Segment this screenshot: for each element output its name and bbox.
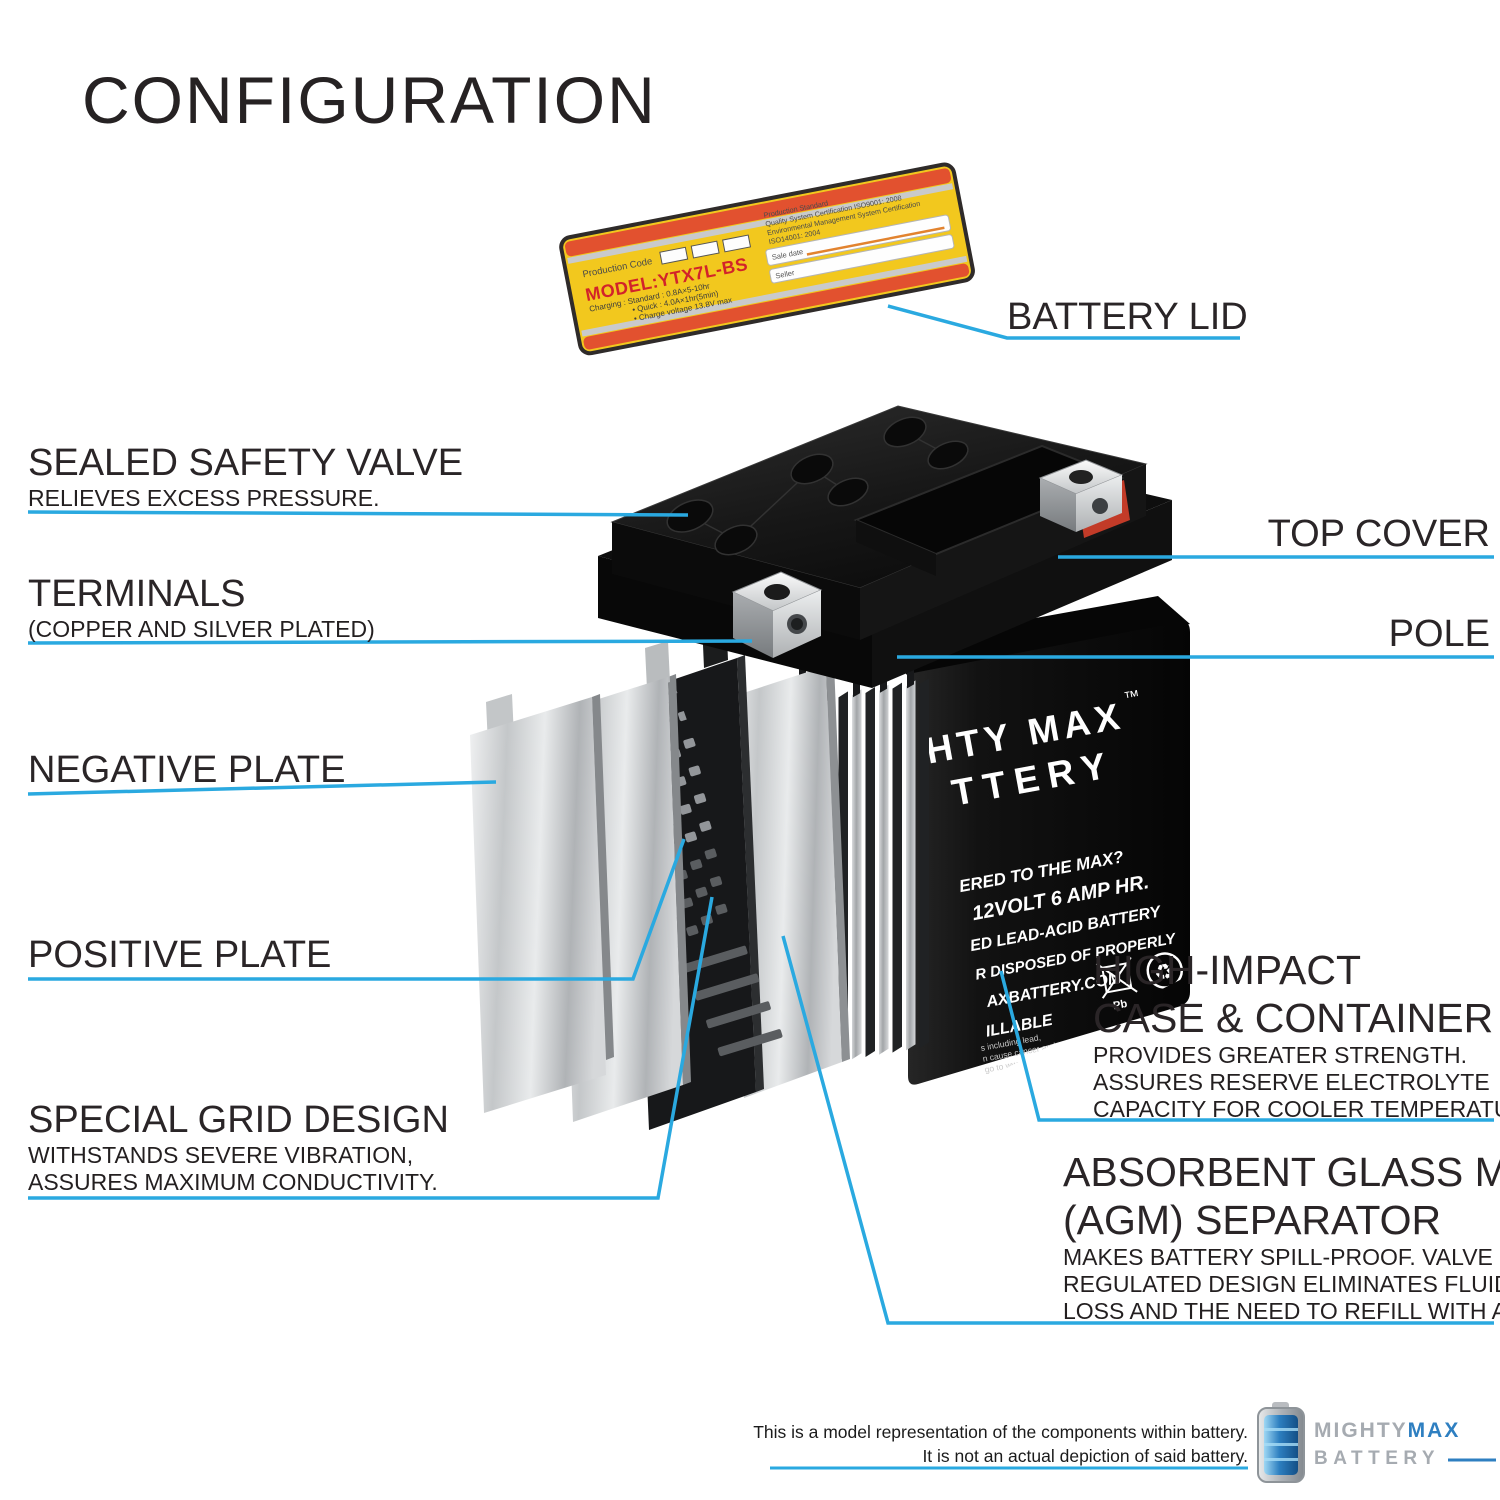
pole-label: POLE <box>1388 613 1490 655</box>
brand-logo-text: MIGHTYMAX BATTERY <box>1314 1402 1460 1472</box>
leader-negative-plate <box>27 780 497 796</box>
callout-agm-separator: ABSORBENT GLASS MAT (AGM) SEPARATOR MAKE… <box>1063 1148 1500 1325</box>
agm-label-2: (AGM) SEPARATOR <box>1063 1197 1442 1243</box>
positive-plate-label: POSITIVE PLATE <box>28 934 332 976</box>
battery-lid-label: BATTERY LID <box>1007 296 1248 338</box>
svg-text:♻: ♻ <box>1152 958 1176 986</box>
battery-case: HTY MAX ™ TTERY ERED TO THE MAX? 12VOLT … <box>880 596 1190 1085</box>
special-grid-desc1: WITHSTANDS SEVERE VIBRATION, <box>28 1142 414 1168</box>
high-impact-desc1: PROVIDES GREATER STRENGTH. <box>1093 1042 1468 1068</box>
footer-disclaimer: This is a model representation of the co… <box>700 1420 1248 1468</box>
high-impact-desc2: ASSURES RESERVE ELECTROLYTE <box>1093 1069 1490 1095</box>
agm-desc1: MAKES BATTERY SPILL-PROOF. VALVE <box>1063 1244 1493 1270</box>
callout-pole: POLE <box>1100 612 1490 656</box>
sticker-seller: Seller <box>775 268 796 281</box>
brand-max: MAX <box>1407 1419 1461 1442</box>
special-grid-label: SPECIAL GRID DESIGN <box>28 1099 449 1141</box>
callout-sealed-safety-valve: SEALED SAFETY VALVE RELIEVES EXCESS PRES… <box>28 441 463 512</box>
case-brand-tm: ™ <box>1123 688 1142 708</box>
brand-mighty: MIGHTY <box>1314 1419 1408 1442</box>
pb-icon <box>1095 956 1138 999</box>
sealed-safety-valve-desc: RELIEVES EXCESS PRESSURE. <box>28 485 380 511</box>
high-impact-label-1: HIGH-IMPACT <box>1093 947 1362 993</box>
footer-disclaimer-line2: It is not an actual depiction of said ba… <box>922 1446 1248 1466</box>
leader-lines <box>27 304 1496 1470</box>
callout-negative-plate: NEGATIVE PLATE <box>28 748 345 792</box>
top-cover-label: TOP COVER <box>1267 513 1490 555</box>
sealed-safety-valve-label: SEALED SAFETY VALVE <box>28 442 464 484</box>
leader-battery-lid <box>887 304 1240 340</box>
battery-lid-sticker: Production Code MODEL:YTX7L-BS Charging … <box>559 162 975 356</box>
terminals-desc: (COPPER AND SILVER PLATED) <box>28 616 375 642</box>
terminal-right <box>1038 459 1130 538</box>
leader-positive-plate <box>28 838 686 981</box>
callout-top-cover: TOP COVER <box>1100 512 1490 556</box>
high-impact-desc3: CAPACITY FOR COOLER TEMPERATURES. <box>1093 1096 1500 1122</box>
leader-high-impact-case <box>999 970 1494 1122</box>
footer-disclaimer-line1: This is a model representation of the co… <box>753 1422 1248 1442</box>
callout-positive-plate: POSITIVE PLATE <box>28 933 331 977</box>
callout-high-impact-case: HIGH-IMPACT CASE & CONTAINER PROVIDES GR… <box>1093 946 1500 1123</box>
agm-desc3: LOSS AND THE NEED TO REFILL WITH ACID. <box>1063 1298 1500 1324</box>
page-title: CONFIGURATION <box>82 63 657 137</box>
leader-sealed-safety-valve <box>27 510 689 517</box>
negative-plate-label: NEGATIVE PLATE <box>28 749 346 791</box>
leader-agm-separator <box>781 935 1494 1325</box>
brand-logo: MIGHTYMAX BATTERY <box>1256 1402 1460 1486</box>
agm-label-1: ABSORBENT GLASS MAT <box>1063 1149 1500 1195</box>
battery-icon <box>1257 1402 1305 1483</box>
brand-battery: BATTERY <box>1314 1448 1441 1469</box>
callout-terminals: TERMINALS (COPPER AND SILVER PLATED) <box>28 572 375 643</box>
high-impact-label-2: CASE & CONTAINER <box>1093 995 1494 1041</box>
leader-special-grid <box>28 896 714 1200</box>
special-grid-desc2: ASSURES MAXIMUM CONDUCTIVITY. <box>28 1169 438 1195</box>
terminals-label: TERMINALS <box>28 573 246 615</box>
negative-plate-shape <box>470 694 614 1113</box>
callout-battery-lid: BATTERY LID <box>1007 295 1248 339</box>
callout-special-grid: SPECIAL GRID DESIGN WITHSTANDS SEVERE VI… <box>28 1098 449 1196</box>
leader-terminals <box>27 639 753 645</box>
vent-caps <box>666 416 969 556</box>
top-cover-shape <box>598 405 1172 688</box>
terminal-left <box>731 571 823 658</box>
agm-desc2: REGULATED DESIGN ELIMINATES FLUID <box>1063 1271 1500 1297</box>
